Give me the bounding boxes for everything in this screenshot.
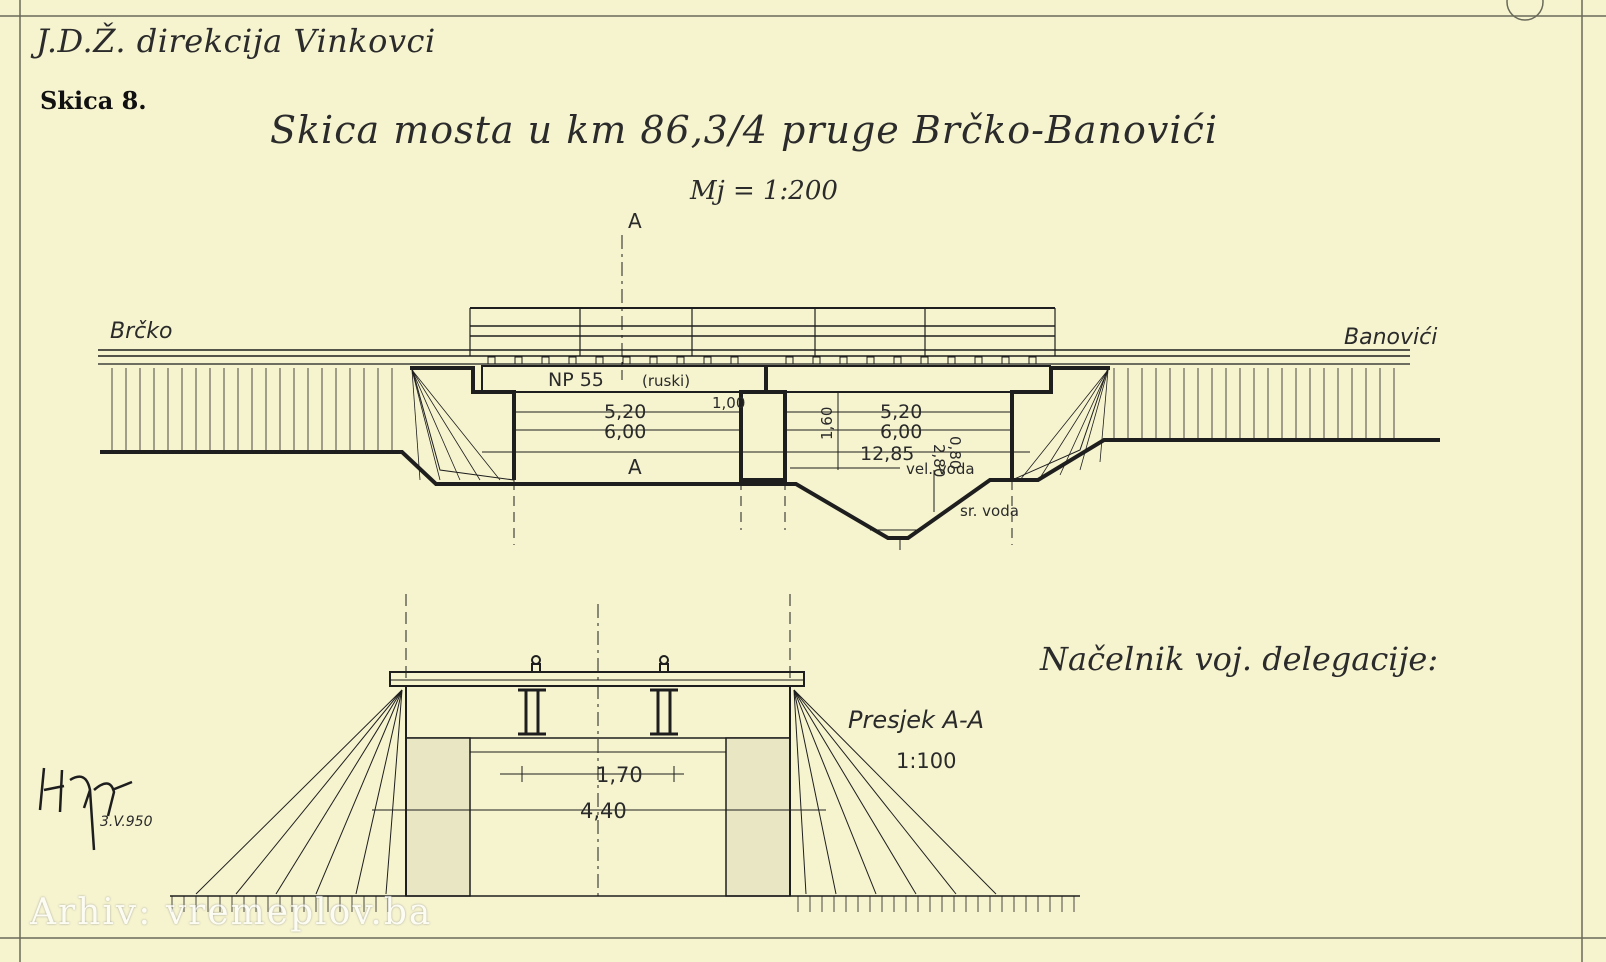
rail-left xyxy=(531,663,541,672)
i-beam-left xyxy=(518,688,546,736)
abutment-left xyxy=(410,366,516,480)
embankment-hatch-left xyxy=(111,368,393,450)
watermark: Arhiv: vremeplov.ba xyxy=(30,892,433,933)
right-place-label: Banovići xyxy=(1344,325,1437,350)
girder-left xyxy=(481,365,766,393)
abutment-right xyxy=(1010,366,1110,480)
cone-fan-left xyxy=(411,369,501,481)
dim-height-2: 0,80 xyxy=(946,436,964,469)
sketch-label: Skica 8. xyxy=(40,86,147,115)
abutment-wall-right xyxy=(725,737,791,897)
cross-section-view xyxy=(170,594,1080,912)
slope-fan-left xyxy=(195,689,403,895)
elevation-labels: A A Brčko Banovići NP 55 (ruski) 5,20 6,… xyxy=(110,209,1437,520)
section-scale: 1:100 xyxy=(896,749,957,773)
profile-label: NP 55 xyxy=(548,369,604,391)
section-mark-top: A xyxy=(628,209,642,233)
signature-date: 3.V.950 xyxy=(100,814,153,830)
terrain-profile xyxy=(100,438,1440,540)
sleepers xyxy=(487,356,1037,365)
main-scale: Mj = 1:200 xyxy=(690,176,838,206)
slope-fan-right xyxy=(793,689,997,895)
rail-right xyxy=(659,663,669,672)
ground-hatch xyxy=(171,896,1075,912)
embankment-hatch-right xyxy=(1113,368,1395,438)
dim-pier: 1,00 xyxy=(712,394,745,412)
elevation-view xyxy=(98,235,1440,550)
i-beam-right xyxy=(650,688,678,736)
deck-slab xyxy=(389,671,805,687)
chief-label: Načelnik voj. delegacije: xyxy=(1040,640,1439,678)
dim-span-right-1: 5,20 xyxy=(880,401,922,423)
abutment-wall-left xyxy=(405,737,471,897)
dim-total: 12,85 xyxy=(860,443,914,465)
section-title: Presjek A-A xyxy=(848,706,984,734)
dim-span-right-2: 6,00 xyxy=(880,421,922,443)
section-labels: 1,70 4,40 Presjek A-A 1:100 xyxy=(580,706,984,823)
drawing-title: Skica mosta u km 86,3/4 pruge Brčko-Bano… xyxy=(270,108,1218,152)
mean-water-label: sr. voda xyxy=(960,502,1019,520)
dim-height-1: 1,60 xyxy=(818,407,836,440)
organization-label: J.D.Ž. direkcija Vinkovci xyxy=(36,22,436,60)
dim-height-3: 2,80 xyxy=(930,444,948,477)
pier xyxy=(739,390,787,482)
high-water-label: vel. voda xyxy=(906,460,975,478)
section-mark-bottom: A xyxy=(628,455,642,479)
left-place-label: Brčko xyxy=(110,319,172,344)
axis-dashed-lines xyxy=(513,480,1013,550)
profile-note: (ruski) xyxy=(642,372,690,390)
signature xyxy=(38,767,133,851)
girder-right xyxy=(766,365,1051,393)
dimension-lines xyxy=(482,392,1030,531)
dim-outer: 4,40 xyxy=(580,799,627,823)
dim-span-left-2: 6,00 xyxy=(604,421,646,443)
dim-inner: 1,70 xyxy=(596,763,643,787)
dim-span-left-1: 5,20 xyxy=(604,401,646,423)
